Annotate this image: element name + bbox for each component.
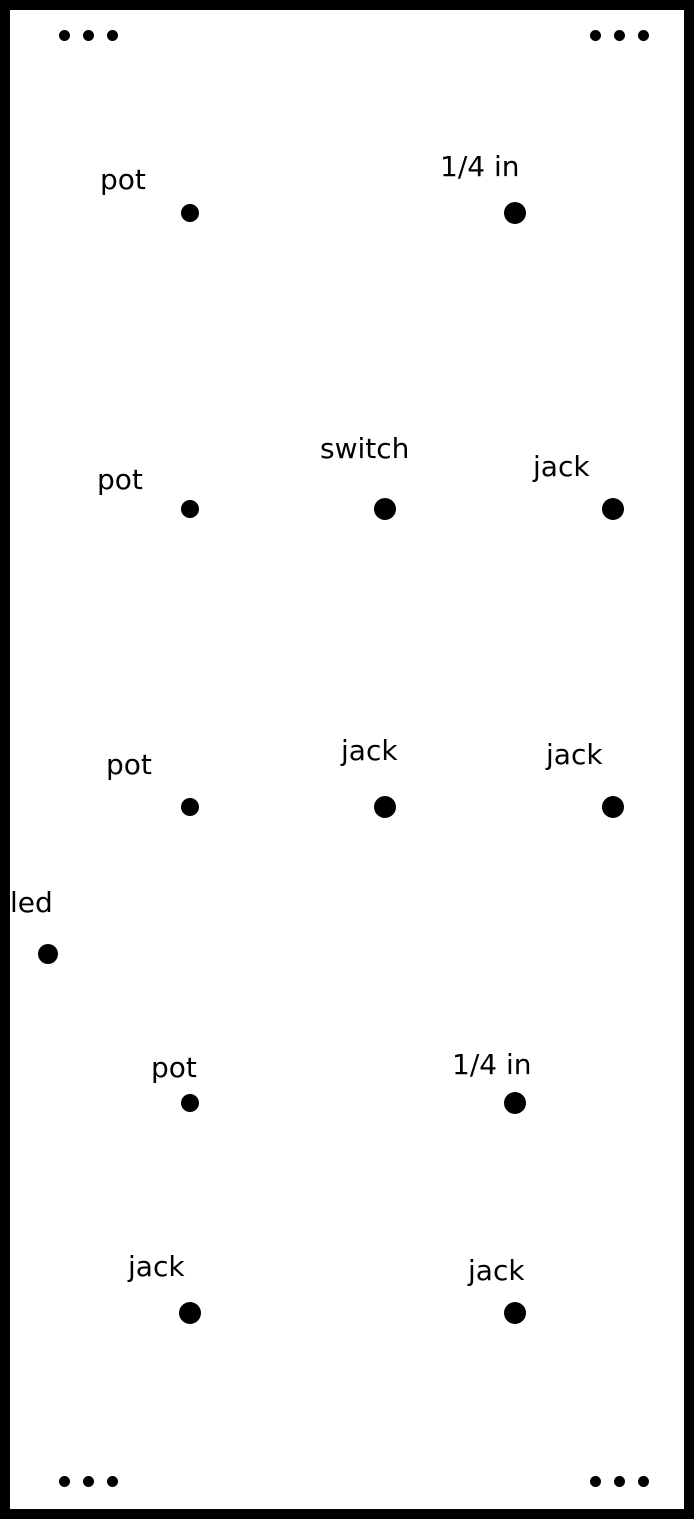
mounting-hole <box>59 1476 70 1487</box>
quarter-inch-label: 1/4 in <box>452 1048 532 1081</box>
jack-label: jack <box>128 1250 185 1283</box>
jack-label: jack <box>468 1254 525 1287</box>
pot-hole <box>181 204 199 222</box>
jack-hole <box>504 1302 526 1324</box>
mounting-hole <box>614 1476 625 1487</box>
jack-label: jack <box>533 450 590 483</box>
quarter-inch-hole <box>504 202 526 224</box>
mounting-hole <box>83 30 94 41</box>
pot-hole <box>181 500 199 518</box>
mounting-hole <box>83 1476 94 1487</box>
jack-hole <box>374 796 396 818</box>
jack-label: jack <box>341 734 398 767</box>
mounting-hole <box>59 30 70 41</box>
panel-face <box>10 10 684 1509</box>
led-hole <box>38 944 58 964</box>
mounting-hole <box>107 30 118 41</box>
mounting-hole <box>107 1476 118 1487</box>
quarter-inch-label: 1/4 in <box>440 150 520 183</box>
pot-label: pot <box>97 463 143 496</box>
pot-label: pot <box>106 748 152 781</box>
jack-hole <box>179 1302 201 1324</box>
mounting-hole <box>614 30 625 41</box>
quarter-inch-hole <box>504 1092 526 1114</box>
jack-hole <box>602 498 624 520</box>
pot-label: pot <box>100 163 146 196</box>
led-label: led <box>10 886 53 919</box>
pot-hole <box>181 798 199 816</box>
mounting-hole <box>638 30 649 41</box>
pot-hole <box>181 1094 199 1112</box>
jack-label: jack <box>546 738 603 771</box>
mounting-hole <box>590 30 601 41</box>
jack-hole <box>602 796 624 818</box>
mounting-hole <box>638 1476 649 1487</box>
pot-label: pot <box>151 1051 197 1084</box>
switch-label: switch <box>320 432 410 465</box>
switch-hole <box>374 498 396 520</box>
mounting-hole <box>590 1476 601 1487</box>
